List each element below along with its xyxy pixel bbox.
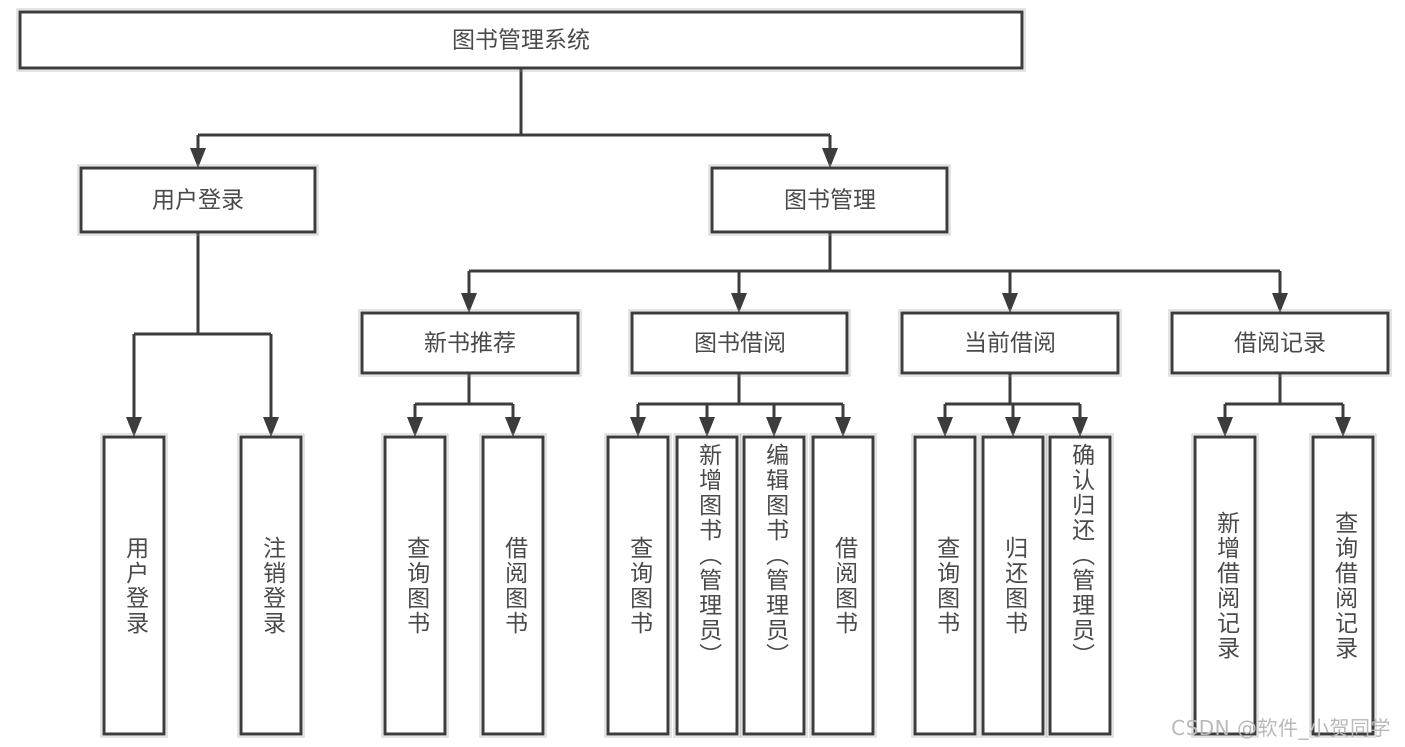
arrow-to-leaf-6 [699, 417, 715, 437]
connector-records-bus [1223, 373, 1345, 425]
arrow-to-leaf-5 [630, 417, 646, 437]
leaf-node-5[interactable] [604, 433, 672, 738]
arrow-to-leaf-9 [937, 417, 953, 437]
node-current-borrow-label: 当前借阅 [964, 331, 1056, 357]
node-new-book-recommend-label: 新书推荐 [424, 331, 516, 357]
leaf-box-layer [100, 433, 1377, 738]
leaf-node-1[interactable] [100, 433, 168, 738]
arrow-to-leaf-3 [407, 417, 423, 437]
leaf-node-12[interactable] [1191, 433, 1259, 738]
leaf-node-6[interactable] [673, 433, 741, 738]
leaf-node-13[interactable] [1309, 433, 1377, 738]
arrow-to-leaf-10 [1005, 417, 1021, 437]
leaf-node-2[interactable] [237, 433, 305, 738]
node-book-borrow[interactable]: 图书借阅 [628, 309, 851, 377]
arrow-to-borrow-records [1272, 293, 1288, 313]
node-new-book-recommend[interactable]: 新书推荐 [358, 309, 582, 377]
arrow-to-leaf-4 [505, 417, 521, 437]
connector-login-bus [132, 232, 273, 425]
connector-root-bus [196, 68, 832, 156]
arrow-to-leaf-8 [835, 417, 851, 437]
leaf-node-4[interactable] [479, 433, 547, 738]
connector-borrow-bus [636, 373, 845, 425]
leaf-node-7[interactable] [740, 433, 808, 738]
node-user-login[interactable]: 用户登录 [77, 164, 319, 236]
arrow-to-current-borrow [1002, 293, 1018, 313]
node-borrow-records-label: 借阅记录 [1234, 331, 1326, 357]
arrow-to-leaf-1 [126, 417, 142, 437]
leaf-node-8[interactable] [809, 433, 877, 738]
node-book-manage[interactable]: 图书管理 [708, 164, 951, 236]
node-user-login-label: 用户登录 [152, 188, 244, 214]
leaf-node-9[interactable] [911, 433, 979, 738]
connector-bookmgr-bus [467, 232, 1282, 301]
arrow-to-user-login [190, 148, 206, 168]
arrow-to-leaf-7 [766, 417, 782, 437]
connector-layer [126, 68, 1351, 437]
arrow-to-book-manage [822, 148, 838, 168]
arrow-to-leaf-13 [1335, 417, 1351, 437]
leaf-node-3[interactable] [381, 433, 449, 738]
arrow-to-leaf-11 [1072, 417, 1088, 437]
arrow-to-leaf-2 [263, 417, 279, 437]
connector-newrec-bus [413, 373, 515, 425]
node-book-manage-label: 图书管理 [784, 188, 876, 214]
arrow-to-book-borrow [731, 293, 747, 313]
node-root-label: 图书管理系统 [452, 28, 590, 54]
connector-current-bus [943, 373, 1082, 425]
leaf-node-10[interactable] [979, 433, 1047, 738]
arrow-to-leaf-12 [1217, 417, 1233, 437]
arrow-to-new-book-rec [461, 293, 477, 313]
node-book-borrow-label: 图书借阅 [694, 331, 786, 357]
node-root[interactable]: 图书管理系统 [16, 8, 1026, 72]
node-current-borrow[interactable]: 当前借阅 [898, 309, 1122, 377]
csdn-watermark: CSDN @软件_小贺同学 [1171, 716, 1391, 740]
node-borrow-records[interactable]: 借阅记录 [1168, 309, 1392, 377]
leaf-node-11[interactable] [1046, 433, 1114, 738]
